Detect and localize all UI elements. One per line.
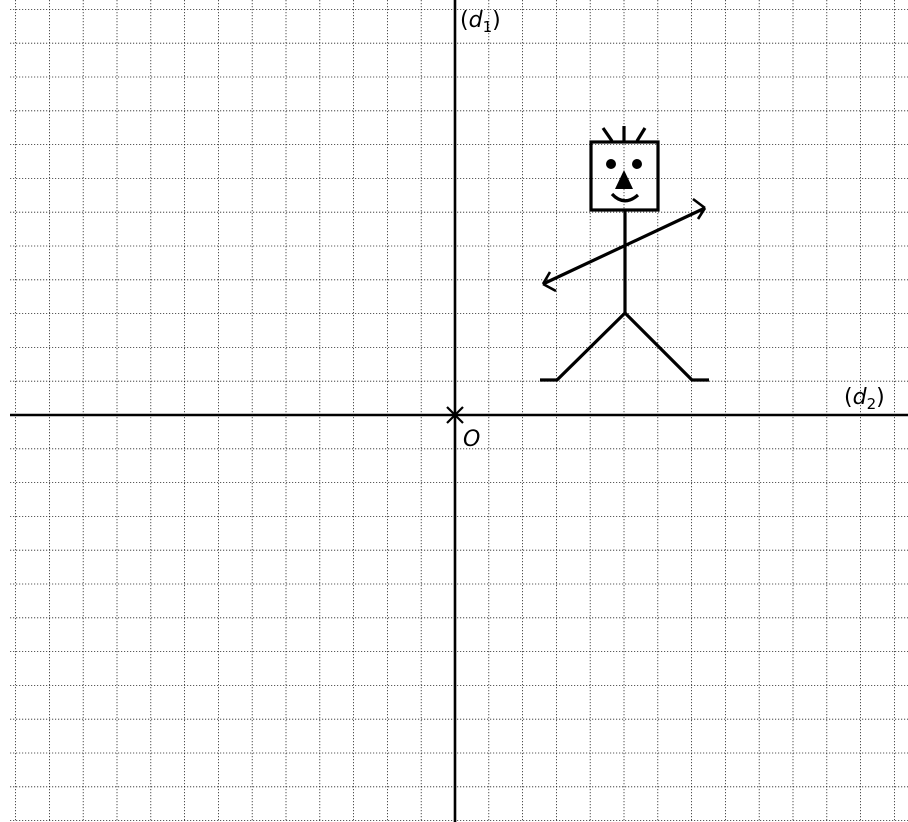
left-hand [541,271,557,293]
right-leg [623,311,709,382]
hair [601,126,647,142]
label-d2: (d2) [844,385,885,413]
right-hand [692,197,707,220]
dotted-grid [10,0,908,822]
label-d1: (d1) [460,8,501,36]
arms [542,206,706,286]
left-eye [606,159,616,169]
right-eye [632,159,642,169]
origin-cross-icon [446,406,464,424]
mouth [610,192,640,203]
nose [615,170,633,189]
left-leg [540,311,627,382]
label-origin: O [463,427,480,452]
stick-figure [540,126,709,382]
